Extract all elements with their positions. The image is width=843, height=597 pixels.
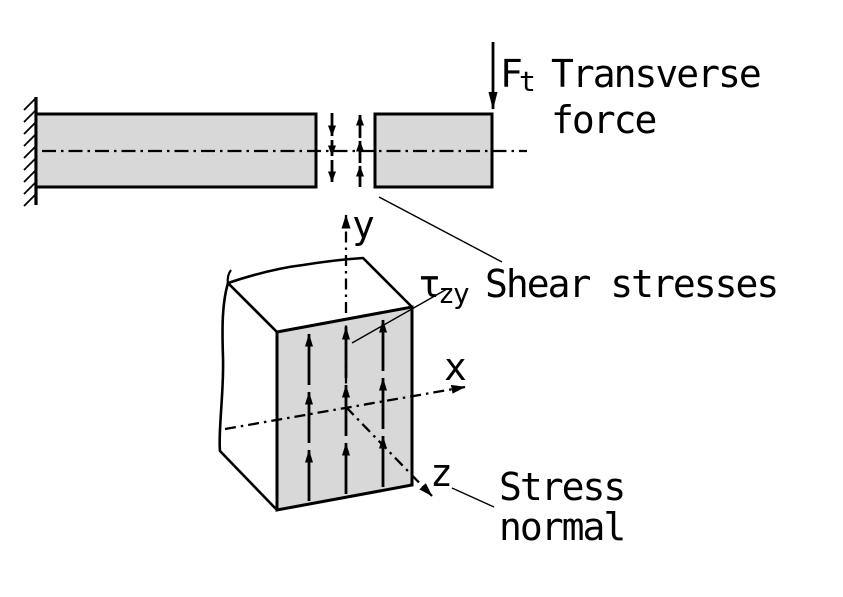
z-axis-label: z: [430, 451, 451, 495]
shear-stress-arrows: [305, 319, 387, 501]
normal-label-leader-line: [451, 487, 495, 508]
force-symbol-subscript: t: [519, 65, 534, 98]
stress-element-view: y x z: [218, 203, 468, 512]
cantilever-beam-view: F t Transverse force: [23, 42, 762, 207]
tau-leader-line: [351, 288, 448, 344]
shear-symbol: τ: [418, 262, 439, 306]
x-axis-label: x: [444, 345, 466, 389]
annotations: τ zy Shear stresses Stress normal: [351, 196, 779, 549]
stress-normal-label-line2: normal: [499, 505, 624, 549]
shear-label-leader-line: [378, 196, 503, 263]
z-axis: [345, 406, 433, 497]
y-axis-label: y: [352, 203, 374, 247]
shear-stresses-label: Shear stresses: [485, 262, 777, 306]
stress-normal-label-line1: Stress: [499, 465, 624, 509]
force-label-line1: Transverse: [551, 52, 760, 96]
block-left-face: [218, 281, 279, 512]
force-symbol: F: [500, 52, 521, 96]
wall-hatching-icon: [23, 97, 37, 207]
shear-symbol-subscript: zy: [438, 277, 469, 310]
block-top-face: [226, 256, 414, 334]
force-label-line2: force: [551, 98, 656, 142]
sketch-corner-stroke: [226, 269, 232, 285]
